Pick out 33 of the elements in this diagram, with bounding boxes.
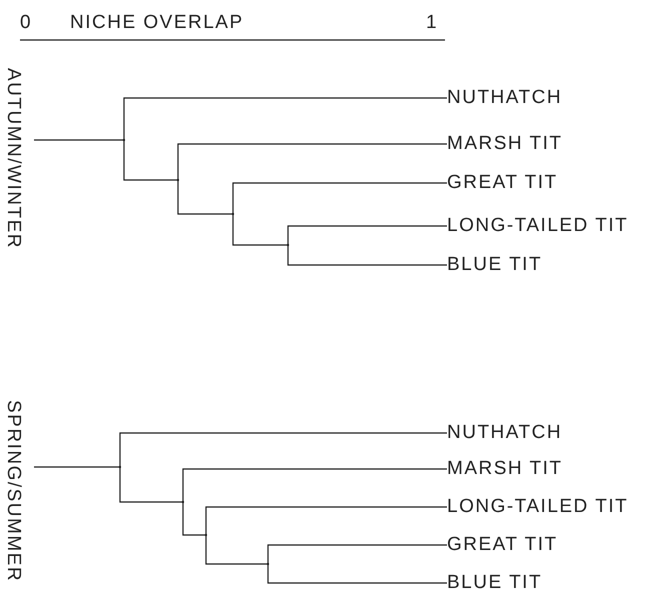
scale-tick-label: 1 xyxy=(426,12,438,34)
species-label: LONG-TAILED TIT xyxy=(447,496,628,518)
dendrogram-branch xyxy=(182,502,206,536)
species-label: MARSH TIT xyxy=(447,133,563,155)
dendrogram-branch xyxy=(287,225,447,245)
dendrogram-branch xyxy=(177,180,233,215)
species-label: NUTHATCH xyxy=(447,422,562,444)
species-label: BLUE TIT xyxy=(447,254,542,276)
species-label: LONG-TAILED TIT xyxy=(447,215,628,237)
dendrogram-branch xyxy=(205,506,447,535)
dendrogram-branch xyxy=(232,182,447,214)
dendrogram-branch xyxy=(177,143,447,180)
dendrogram-branch xyxy=(205,535,268,565)
dendrogram-branch xyxy=(287,245,447,266)
dendrogram-branch xyxy=(232,214,288,246)
axis-title: NICHE OVERLAP xyxy=(70,12,244,34)
season-label: AUTUMN/WINTER xyxy=(2,68,24,249)
dendrogram-branch xyxy=(182,468,447,502)
species-label: GREAT TIT xyxy=(447,172,558,194)
dendrogram-branch xyxy=(119,467,183,503)
dendrogram-branch xyxy=(34,139,124,141)
species-label: BLUE TIT xyxy=(447,572,542,594)
dendrogram-branch xyxy=(123,97,447,140)
species-label: NUTHATCH xyxy=(447,87,562,109)
season-label: SPRING/SUMMER xyxy=(2,400,24,582)
species-label: GREAT TIT xyxy=(447,534,558,556)
dendrogram-branch xyxy=(267,564,447,584)
dendrogram-branch xyxy=(123,140,178,181)
dendrogram-branch xyxy=(34,466,120,468)
species-label: MARSH TIT xyxy=(447,458,563,480)
scale-tick-label: 0 xyxy=(20,12,32,34)
dendrogram-branch xyxy=(119,432,447,467)
dendrogram-branch xyxy=(267,544,447,564)
